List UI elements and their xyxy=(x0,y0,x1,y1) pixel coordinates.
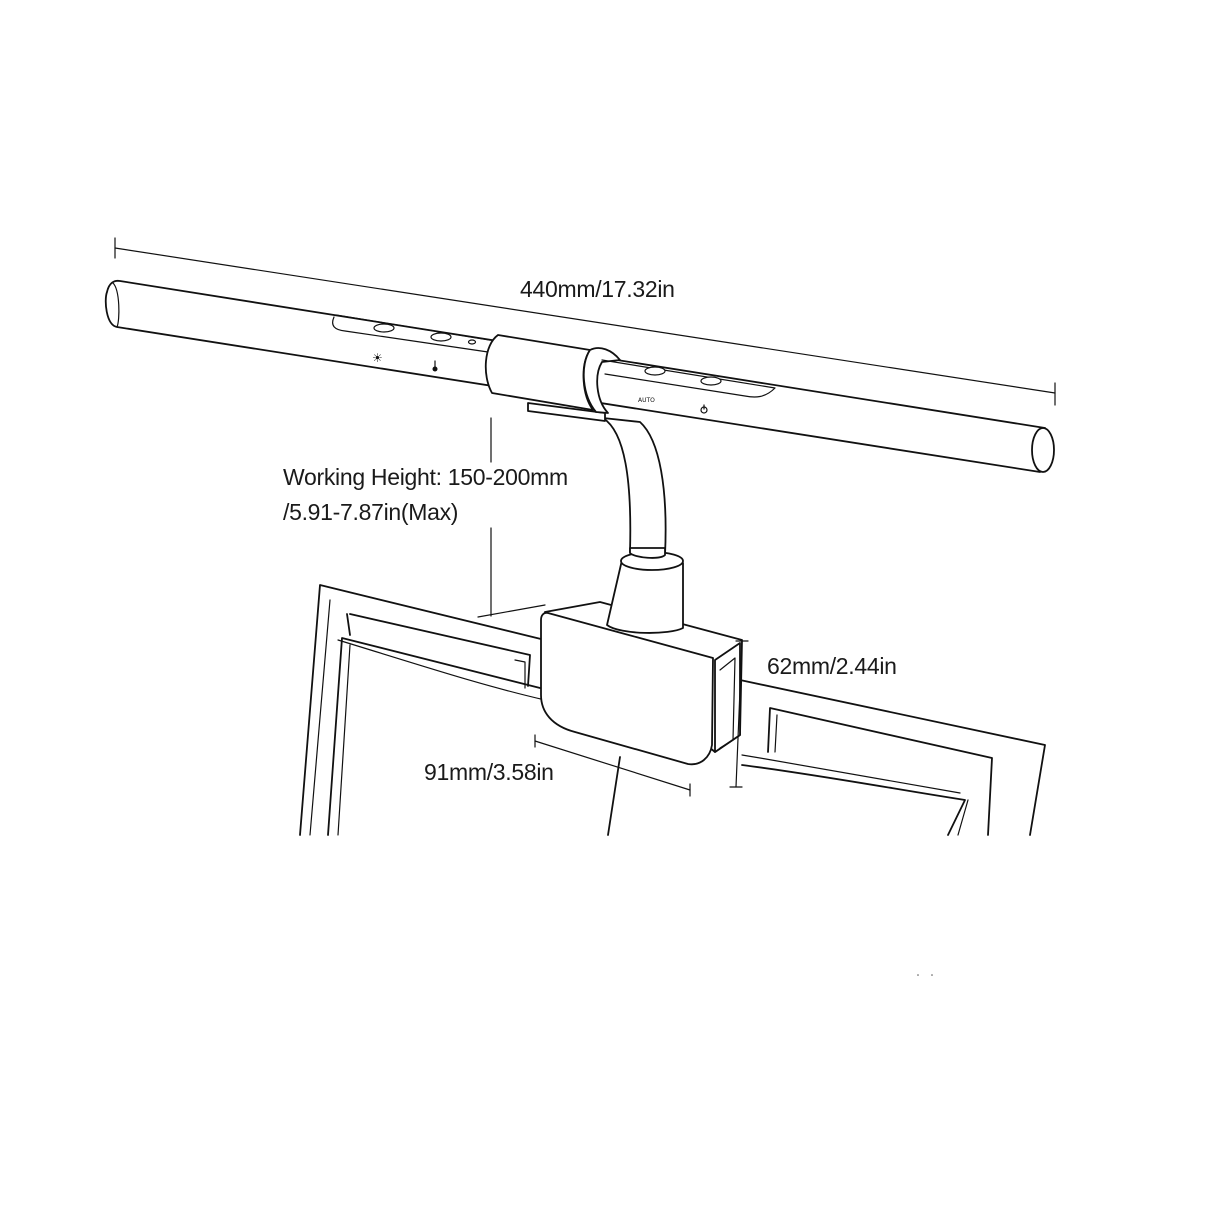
music-stand-frame xyxy=(299,584,1046,836)
stand-clip xyxy=(540,547,743,766)
thermometer-icon xyxy=(432,360,438,372)
clip-height-label: 62mm/2.44in xyxy=(767,653,897,679)
working-height-label-line1: Working Height: 150-200mm xyxy=(283,464,568,490)
power-icon xyxy=(700,404,708,414)
indicator-dot xyxy=(467,339,477,345)
brightness-icon: ☀ xyxy=(372,351,383,365)
clip-width-dimension-line xyxy=(534,734,691,797)
right-control-panel: AUTO xyxy=(601,359,776,414)
stray-dot xyxy=(917,974,919,976)
clip-height-dimension-line xyxy=(729,640,749,788)
length-dimension-line xyxy=(114,237,1056,406)
auto-button[interactable] xyxy=(644,366,666,376)
power-button[interactable] xyxy=(700,376,722,386)
gooseneck-arm xyxy=(602,417,667,556)
working-height-label-line2: /5.91-7.87in(Max) xyxy=(283,499,459,525)
color-temp-button[interactable] xyxy=(430,332,452,342)
left-control-panel: ☀ xyxy=(332,314,491,372)
brightness-button[interactable] xyxy=(373,323,395,333)
mount-collar xyxy=(484,334,621,422)
clip-width-label: 91mm/3.58in xyxy=(424,759,554,785)
working-height-guide xyxy=(477,417,546,618)
auto-label: AUTO xyxy=(638,397,655,404)
length-label: 440mm/17.32in xyxy=(520,276,675,302)
stray-dot xyxy=(931,974,933,976)
